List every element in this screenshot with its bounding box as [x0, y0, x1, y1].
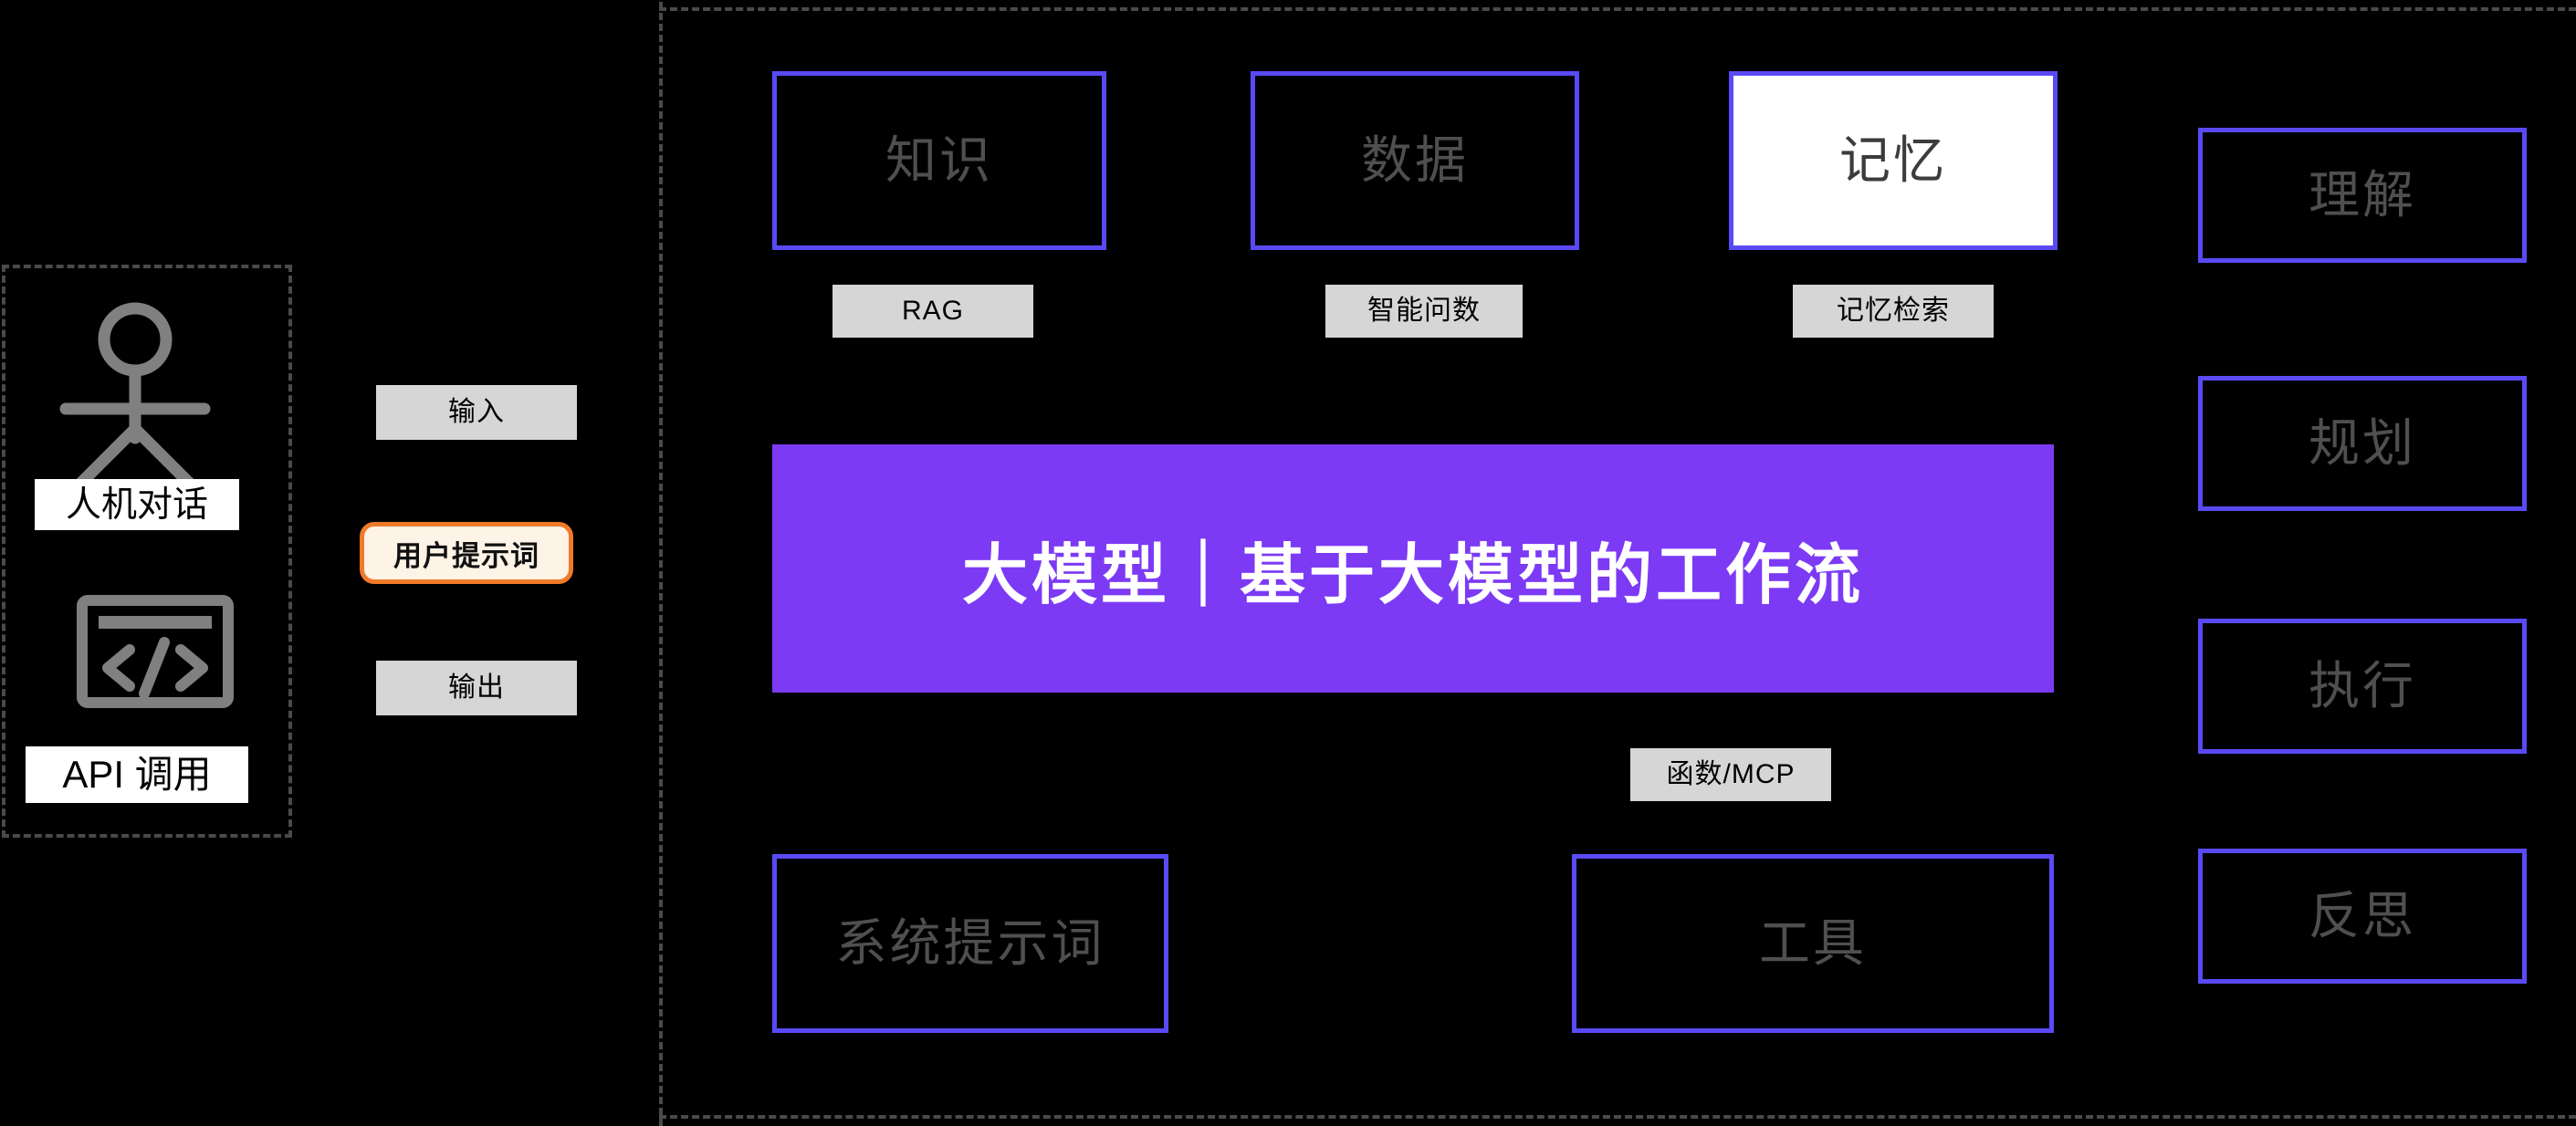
output-chip: 输出: [376, 661, 577, 715]
node-tools[interactable]: 工具: [1572, 854, 2054, 1033]
agent-zone-top-edge: [659, 7, 2576, 11]
api-call-label: API 调用: [26, 746, 248, 803]
chip-smart-query: 智能问数: [1325, 285, 1523, 338]
agent-zone-bottom-edge: [659, 1115, 2576, 1119]
node-system-prompt[interactable]: 系统提示词: [772, 854, 1168, 1033]
node-understand[interactable]: 理解: [2198, 128, 2527, 263]
user-prompt-chip[interactable]: 用户提示词: [360, 522, 573, 584]
node-knowledge[interactable]: 知识: [772, 71, 1106, 250]
code-window-icon: [77, 595, 234, 708]
node-data[interactable]: 数据: [1251, 71, 1579, 250]
user-interaction-zone: [2, 265, 292, 838]
node-plan[interactable]: 规划: [2198, 376, 2527, 511]
human-dialogue-label: 人机对话: [35, 479, 239, 530]
chip-rag: RAG: [832, 285, 1033, 338]
input-chip: 输入: [376, 385, 577, 440]
person-icon: [44, 301, 226, 493]
chip-memory-retrieval: 记忆检索: [1793, 285, 1994, 338]
node-execute[interactable]: 执行: [2198, 619, 2527, 754]
llm-workflow-banner[interactable]: 大模型｜基于大模型的工作流: [772, 444, 2054, 693]
node-reflect[interactable]: 反思: [2198, 849, 2527, 984]
chip-function-mcp: 函数/MCP: [1630, 748, 1831, 801]
node-memory[interactable]: 记忆: [1729, 71, 2058, 250]
agent-runtime-zone: [659, 0, 2576, 1126]
